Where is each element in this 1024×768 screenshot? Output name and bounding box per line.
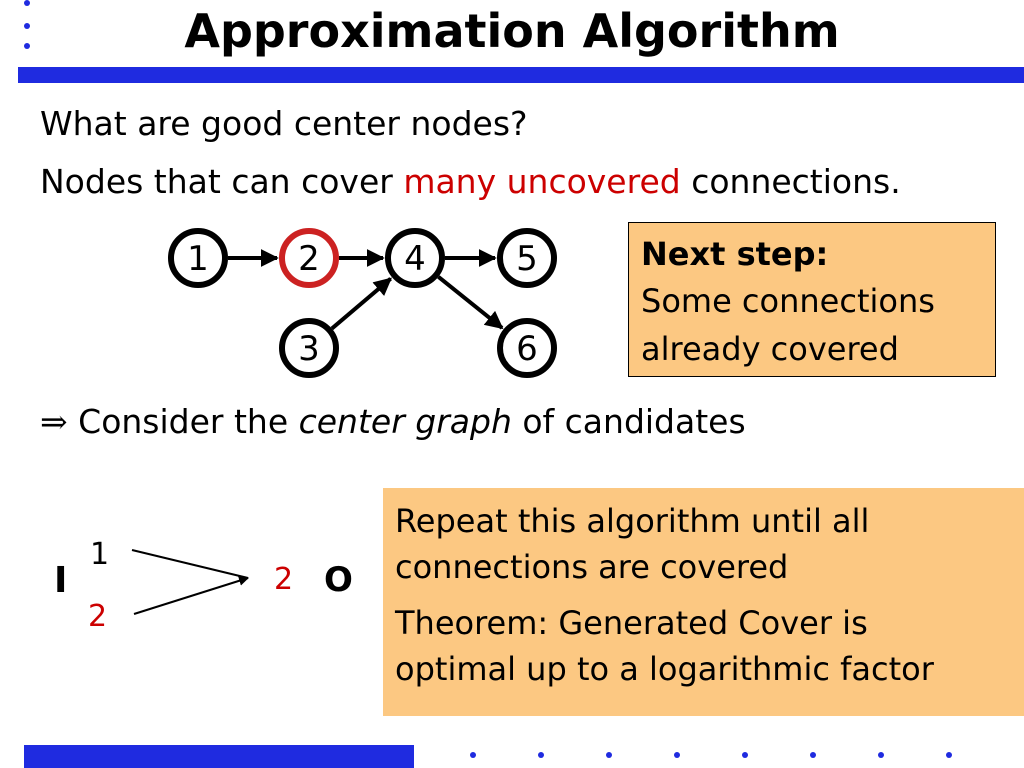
- graph-node-3: 3: [279, 318, 339, 378]
- example-graph-svg: 1 2 4 5 3 6: [168, 228, 557, 378]
- answer-highlight: many uncovered: [403, 162, 681, 201]
- next-step-box: Next step: Some connections already cove…: [628, 222, 996, 377]
- graph-node-label: 6: [516, 329, 538, 369]
- input-label: I: [54, 560, 67, 601]
- question-text: What are good center nodes?: [40, 104, 528, 143]
- corner-dot: [24, 43, 30, 49]
- next-step-line-2: already covered: [641, 330, 899, 368]
- footer-dot: [810, 752, 816, 758]
- theorem-line-2: optimal up to a logarithmic factor: [395, 650, 934, 688]
- implies-arrow-icon: ⇒: [40, 402, 68, 441]
- graph-node-label: 2: [298, 239, 320, 279]
- graph-node-circle: [497, 228, 557, 288]
- answer-before: Nodes that can cover: [40, 162, 404, 201]
- right-label: 2: [274, 562, 293, 597]
- consider-emphasis: center graph: [298, 402, 512, 441]
- graph-node-label: 3: [298, 329, 320, 369]
- example-graph: 1 2 4 5 3 6: [150, 215, 570, 385]
- graph-node-label: 1: [187, 239, 209, 279]
- graph-node-label: 5: [516, 239, 538, 279]
- bottom-accent-bar: [24, 745, 414, 768]
- theorem-paragraph: Theorem: Generated Cover is optimal up t…: [395, 600, 1024, 692]
- corner-dot: [24, 0, 30, 6]
- top-accent-bar: [18, 67, 1024, 83]
- graph-edge-4-6: [437, 275, 504, 330]
- footer-dot: [470, 752, 476, 758]
- graph-node-4: 4: [385, 228, 445, 288]
- center-graph-svg: I 1 2 2 O: [54, 537, 353, 634]
- left-bottom-label: 2: [88, 599, 107, 634]
- graph-node-circle: [385, 228, 445, 288]
- slide-title: Approximation Algorithm: [184, 4, 840, 58]
- graph-node-1: 1: [168, 228, 228, 288]
- repeat-box: Repeat this algorithm until all connecti…: [383, 488, 1024, 716]
- output-label: O: [324, 560, 353, 600]
- center-graph-diagram: I 1 2 2 O: [40, 528, 380, 638]
- graph-node-circle: [279, 228, 339, 288]
- cg-edge-top: [131, 549, 249, 579]
- next-step-line-1: Some connections: [641, 282, 935, 320]
- footer-dot: [606, 752, 612, 758]
- consider-after: of candidates: [511, 402, 746, 441]
- footer-dot: [946, 752, 952, 758]
- footer-dot: [538, 752, 544, 758]
- graph-node-2: 2: [279, 228, 339, 288]
- footer-dot: [674, 752, 680, 758]
- answer-text: Nodes that can cover many uncovered conn…: [40, 162, 901, 201]
- repeat-line-1: Repeat this algorithm until all: [395, 502, 870, 540]
- graph-node-label: 4: [404, 239, 426, 279]
- repeat-line-2: connections are covered: [395, 548, 789, 586]
- graph-node-5: 5: [497, 228, 557, 288]
- graph-node-circle: [497, 318, 557, 378]
- footer-dot: [878, 752, 884, 758]
- theorem-line-1: Theorem: Generated Cover is: [395, 604, 868, 642]
- cg-edge-bottom: [133, 575, 249, 615]
- answer-after: connections.: [680, 162, 901, 201]
- footer-dot: [742, 752, 748, 758]
- graph-node-circle: [168, 228, 228, 288]
- consider-before: Consider the: [67, 402, 299, 441]
- left-top-label: 1: [90, 537, 109, 572]
- consider-text: ⇒ Consider the center graph of candidate…: [40, 402, 746, 441]
- corner-dot: [24, 23, 30, 29]
- graph-node-6: 6: [497, 318, 557, 378]
- graph-node-circle: [279, 318, 339, 378]
- repeat-paragraph: Repeat this algorithm until all connecti…: [395, 498, 1024, 590]
- graph-edge-3-4: [330, 277, 392, 331]
- next-step-heading: Next step:: [641, 235, 829, 273]
